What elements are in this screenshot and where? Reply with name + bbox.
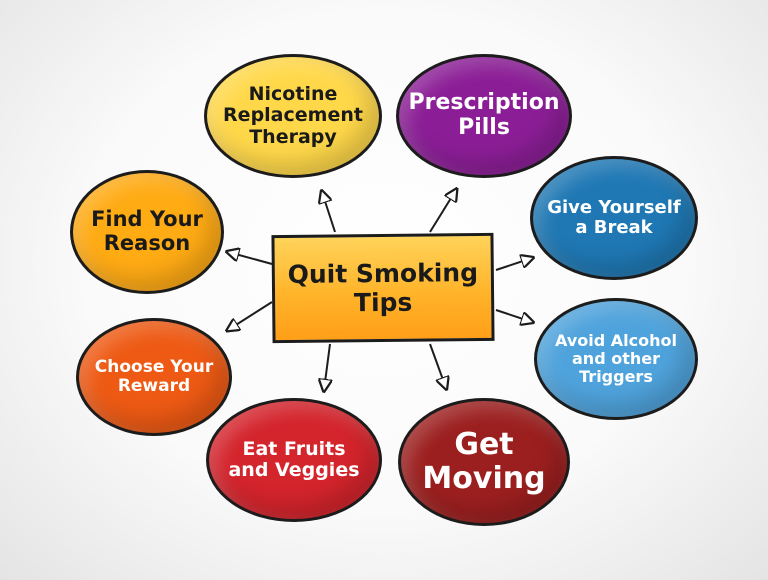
central-topic-box: Quit Smoking Tips [271, 232, 495, 344]
node-line: Get [454, 427, 514, 463]
arrow-to-get-moving [429, 343, 446, 388]
node-prescription-pills: Prescription Pills [396, 54, 572, 178]
node-line: Avoid Alcohol [555, 331, 677, 351]
node-line: Triggers [579, 366, 653, 386]
node-line: Reason [103, 231, 191, 255]
node-line: Give Yourself [547, 196, 681, 218]
arrow-to-prescription [429, 190, 456, 233]
arrow-to-nicotine [322, 192, 336, 233]
node-line: Find Your [91, 207, 203, 232]
node-eat-fruits-and-veggies: Eat Fruits and Veggies [206, 398, 382, 522]
node-line: Moving [422, 461, 546, 496]
node-avoid-alcohol-and-other-triggers: Avoid Alcohol and other Triggers [534, 298, 698, 420]
node-choose-your-reward: Choose Your Reward [76, 318, 232, 436]
node-line: and other [572, 349, 660, 369]
node-line: Eat Fruits [242, 437, 346, 460]
node-line: Prescription [408, 90, 560, 116]
node-line: and Veggies [228, 459, 360, 481]
central-topic-line-2: Tips [353, 287, 413, 318]
arrow-to-avoid-alcohol [495, 309, 532, 322]
node-line: Replacement [223, 104, 363, 127]
node-line: Reward [117, 376, 191, 396]
node-nicotine-replacement-therapy: Nicotine Replacement Therapy [204, 54, 382, 178]
arrow-to-find-reason [228, 252, 273, 265]
node-line: Nicotine [248, 83, 338, 106]
node-line: Therapy [249, 125, 337, 148]
arrow-to-choose-reward [228, 301, 273, 330]
node-line: Pills [458, 115, 510, 140]
node-line: Choose Your [94, 356, 214, 377]
central-topic-line-1: Quit Smoking [287, 257, 479, 289]
node-find-your-reason: Find Your Reason [70, 170, 224, 294]
node-get-moving: Get Moving [398, 398, 570, 526]
arrow-to-eat-fruits [324, 343, 330, 390]
node-line: a Break [575, 217, 653, 238]
arrow-to-give-break [495, 258, 532, 271]
node-give-yourself-a-break: Give Yourself a Break [530, 156, 698, 280]
